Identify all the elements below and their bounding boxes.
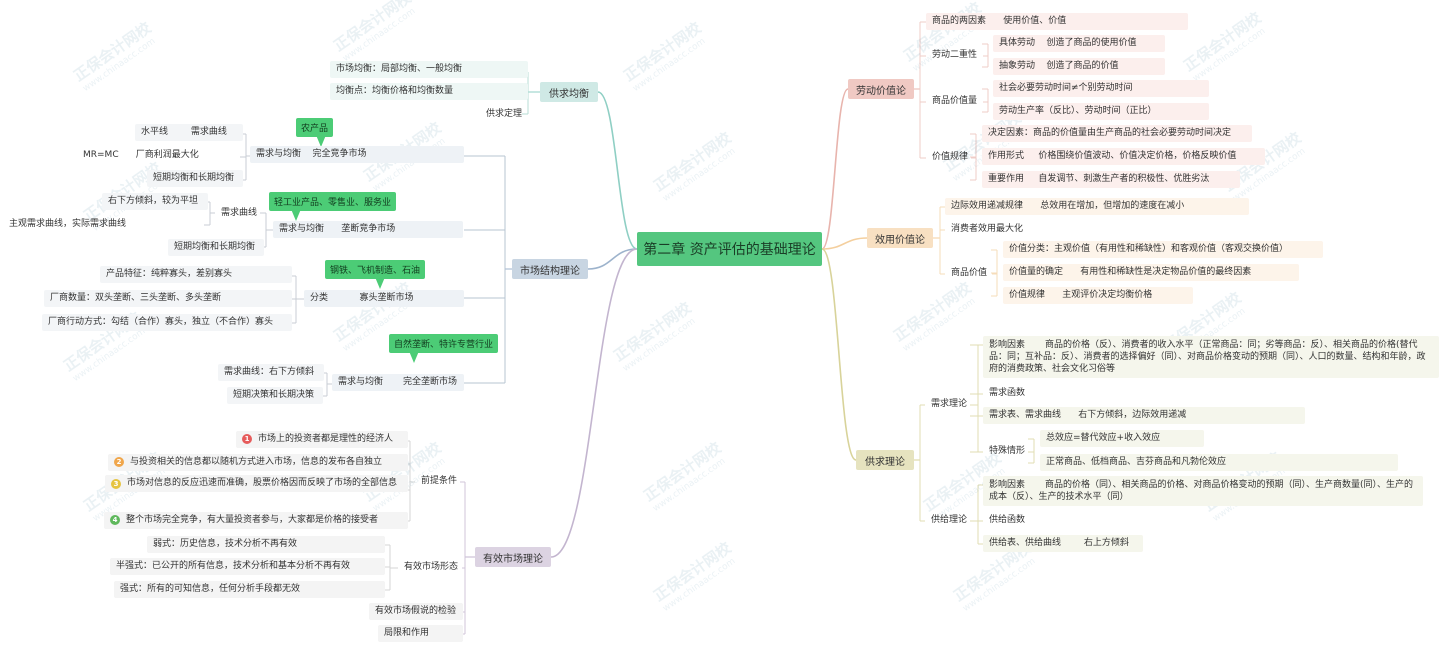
branch-curve bbox=[821, 237, 868, 250]
root-node[interactable]: 第二章 资产评估的基础理论 bbox=[637, 232, 822, 266]
node-special-cases[interactable]: 特殊情形 bbox=[989, 446, 1026, 456]
node-perfect-competition[interactable]: 需求与均衡 完全竞争市场 bbox=[250, 146, 464, 163]
number-4-icon: 4 bbox=[110, 515, 120, 525]
node-demand-theory[interactable]: 需求理论 bbox=[931, 399, 968, 409]
root-title: 第二章 资产评估的基础理论 bbox=[643, 242, 816, 258]
callout-light-industry: 轻工业产品、零售业、服务业 bbox=[269, 192, 397, 221]
node-pc-short-long[interactable]: 短期均衡和长期均衡 bbox=[147, 170, 243, 187]
node-hypothesis-test[interactable]: 有效市场假说的检验 bbox=[369, 603, 463, 620]
node-value-classification[interactable]: 价值分类：主观价值（有用性和稀缺性）和客观价值（客观交换价值） bbox=[1003, 241, 1323, 258]
node-supply-demand-law[interactable]: 供求定理 bbox=[486, 109, 523, 119]
number-3-icon: 3 bbox=[111, 478, 121, 489]
branch-curve bbox=[597, 91, 638, 250]
node-value-quantity[interactable]: 商品价值量 bbox=[932, 96, 978, 106]
callout-agricultural: 农产品 bbox=[296, 118, 334, 147]
node-law-determinant[interactable]: 决定因素：商品的价值量由生产商品的社会必要劳动时间决定 bbox=[982, 125, 1252, 142]
node-oligopoly[interactable]: 分类 寡头垄断市场 bbox=[304, 290, 464, 307]
node-pc-mrmc[interactable]: MR=MC 厂商利润最大化 bbox=[83, 150, 199, 160]
hub-efficient-market[interactable]: 有效市场理论 bbox=[475, 547, 551, 567]
node-olig-product[interactable]: 产品特征：纯粹寡头，差别寡头 bbox=[100, 266, 292, 283]
node-limitations[interactable]: 局限和作用 bbox=[378, 625, 463, 642]
node-necessary-time[interactable]: 社会必要劳动时间≠个别劳动时间 bbox=[993, 80, 1209, 97]
hub-utility-value[interactable]: 效用价值论 bbox=[867, 228, 933, 248]
node-demand-function[interactable]: 需求函数 bbox=[989, 388, 1026, 398]
node-olig-number[interactable]: 厂商数量：双头垄断、三头垄断、多头垄断 bbox=[44, 290, 292, 307]
node-law-form[interactable]: 作用形式 价格围绕价值波动、价值决定价格，价格反映价值 bbox=[982, 148, 1265, 165]
node-value-determination[interactable]: 价值量的确定 有用性和稀缺性是决定物品价值的最终因素 bbox=[1003, 264, 1299, 281]
node-monopolistic-competition[interactable]: 需求与均衡 垄断竞争市场 bbox=[273, 221, 463, 238]
node-mc-demand-curve[interactable]: 需求曲线 bbox=[221, 208, 258, 218]
node-two-factors[interactable]: 商品的两因素 使用价值、价值 bbox=[926, 13, 1188, 30]
node-dual-labor[interactable]: 劳动二重性 bbox=[932, 50, 978, 60]
node-premise[interactable]: 前提条件 bbox=[421, 476, 458, 486]
branch-curve bbox=[587, 248, 638, 270]
callout-steel: 钢铁、飞机制造、石油 bbox=[325, 260, 426, 289]
node-equilibrium-point[interactable]: 均衡点：均衡价格和均衡数量 bbox=[330, 83, 528, 100]
node-productivity[interactable]: 劳动生产率（反比）、劳动时间（正比） bbox=[993, 103, 1209, 120]
hub-labor-value[interactable]: 劳动价值论 bbox=[848, 79, 914, 99]
node-mc-slope[interactable]: 右下方倾斜，较为平坦 bbox=[102, 193, 208, 210]
branch-curve bbox=[821, 248, 857, 461]
node-diminishing-utility[interactable]: 边际效用递减规律 总效用在增加，但增加的速度在减小 bbox=[945, 198, 1249, 215]
node-goods-types[interactable]: 正常商品、低档商品、吉芬商品和凡勃伦效应 bbox=[1040, 454, 1398, 471]
node-demand-factors[interactable]: 影响因素 商品的价格（反）、消费者的收入水平（正常商品：同；劣等商品：反）、相关… bbox=[983, 336, 1439, 378]
node-strong-form[interactable]: 强式：所有的可知信息，任何分析手段都无效 bbox=[114, 581, 385, 598]
hub-supply-demand-theory[interactable]: 供求理论 bbox=[856, 450, 914, 470]
node-supply-function[interactable]: 供给函数 bbox=[989, 515, 1026, 525]
node-value-law[interactable]: 价值规律 bbox=[932, 152, 969, 162]
node-total-effect[interactable]: 总效应=替代效应+收入效应 bbox=[1040, 430, 1204, 447]
node-market-forms[interactable]: 有效市场形态 bbox=[404, 562, 459, 572]
node-supply-curve[interactable]: 供给表、供给曲线 右上方倾斜 bbox=[983, 535, 1143, 552]
callout-natural-monopoly: 自然垄断、特许专营行业 bbox=[389, 334, 499, 363]
hub-supply-demand-equilibrium[interactable]: 供求均衡 bbox=[540, 82, 598, 102]
node-supply-factors[interactable]: 影响因素 商品的价格（同）、相关商品的价格、对商品价格变动的预期（同）、生产商数… bbox=[983, 476, 1423, 506]
node-market-equilibrium[interactable]: 市场均衡：局部均衡、一般均衡 bbox=[330, 61, 528, 78]
hub-market-structure[interactable]: 市场结构理论 bbox=[512, 259, 588, 279]
node-pc-horizontal[interactable]: 水平线 需求曲线 bbox=[135, 124, 243, 141]
node-mc-short-long[interactable]: 短期均衡和长期均衡 bbox=[168, 239, 264, 256]
node-olig-action[interactable]: 厂商行动方式：勾结（合作）寡头，独立（不合作）寡头 bbox=[42, 314, 292, 331]
node-commodity-value[interactable]: 商品价值 bbox=[951, 268, 988, 278]
node-supply-theory[interactable]: 供给理论 bbox=[931, 515, 968, 525]
node-pm-decision[interactable]: 短期决策和长期决策 bbox=[227, 387, 323, 404]
number-1-icon: 1 bbox=[242, 434, 252, 444]
node-weak-form[interactable]: 弱式：历史信息，技术分析不再有效 bbox=[147, 536, 385, 553]
node-concrete-labor[interactable]: 具体劳动 创造了商品的使用价值 bbox=[993, 35, 1165, 52]
branch-curve bbox=[821, 88, 849, 250]
node-demand-curve[interactable]: 需求表、需求曲线 右下方倾斜，边际效用递减 bbox=[983, 407, 1305, 424]
node-utility-value-law[interactable]: 价值规律 主观评价决定均衡价格 bbox=[1003, 287, 1193, 304]
node-mc-subjective[interactable]: 主观需求曲线，实际需求曲线 bbox=[9, 219, 127, 229]
node-law-role[interactable]: 重要作用 自发调节、刺激生产者的积极性、优胜劣汰 bbox=[982, 171, 1240, 188]
node-abstract-labor[interactable]: 抽象劳动 创造了商品的价值 bbox=[993, 58, 1165, 75]
node-semi-strong[interactable]: 半强式：已公开的所有信息，技术分析和基本分析不再有效 bbox=[110, 558, 385, 575]
node-utility-max[interactable]: 消费者效用最大化 bbox=[951, 224, 1024, 234]
branch-curve bbox=[550, 248, 638, 558]
node-pm-demand[interactable]: 需求曲线：右下方倾斜 bbox=[218, 364, 324, 381]
node-perfect-monopoly[interactable]: 需求与均衡 完全垄断市场 bbox=[332, 374, 464, 391]
number-2-icon: 2 bbox=[114, 457, 124, 467]
